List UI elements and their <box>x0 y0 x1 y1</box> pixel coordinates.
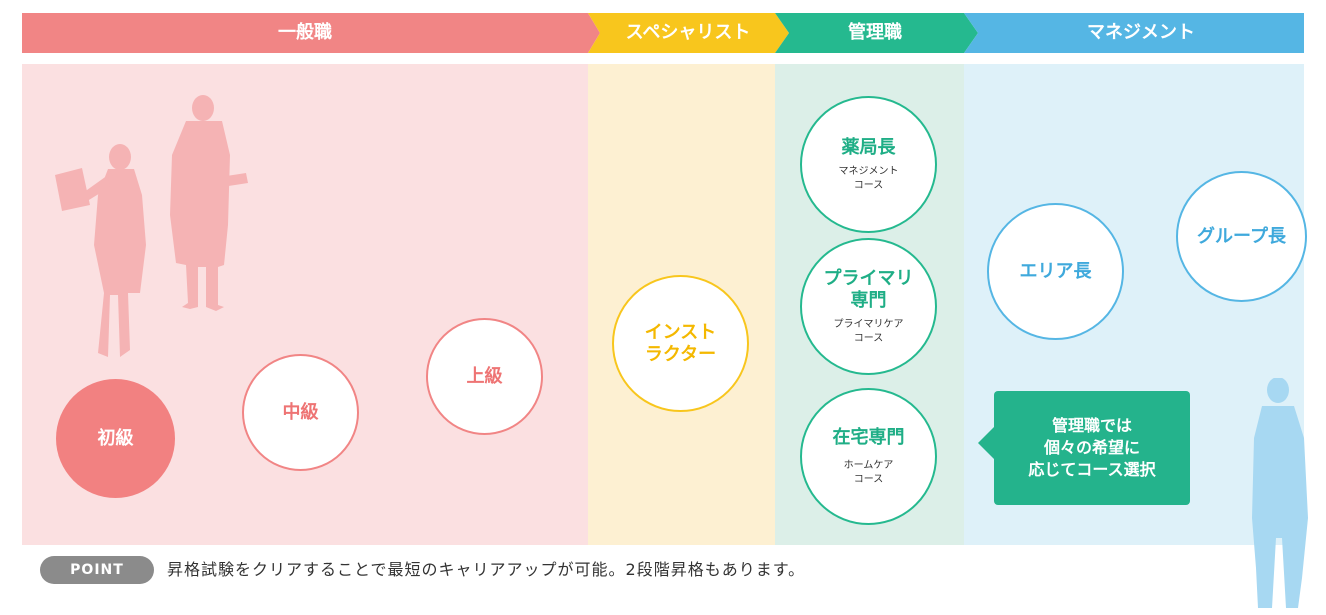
primary-specialist-title-line1: プライマリ <box>823 267 914 289</box>
man-with-clipboard-silhouette <box>170 95 248 311</box>
header-segment-specialist <box>588 13 789 53</box>
header-arrow-bar <box>22 13 1304 53</box>
home-care-course-line1: ホームケア <box>843 459 894 471</box>
pharmacy-head-course-line1: マネジメント <box>838 165 899 177</box>
level-beginner-label: 初級 <box>97 427 134 449</box>
home-care-specialist-circle: 在宅専門 ホームケア コース <box>800 388 937 525</box>
woman-with-document-silhouette <box>55 144 146 357</box>
instructor-label-line2: ラクター <box>644 343 717 365</box>
header-segment-general <box>22 13 600 53</box>
level-intermediate-label: 中級 <box>282 401 319 423</box>
instructor-circle: インスト ラクター <box>612 275 749 412</box>
primary-specialist-title-line2: 専門 <box>850 289 887 311</box>
callout-line2: 個々の希望に <box>1043 438 1140 457</box>
header-segment-manager <box>775 13 978 53</box>
primary-specialist-course-line2: コース <box>853 332 884 344</box>
header-segment-management <box>964 13 1304 53</box>
area-head-label: エリア長 <box>1019 260 1092 282</box>
callout-line3: 応じてコース選択 <box>1028 460 1156 479</box>
level-beginner-circle: 初級 <box>56 379 175 498</box>
pharmacy-head-course-line2: コース <box>853 179 884 191</box>
pharmacy-head-title: 薬局長 <box>841 136 896 158</box>
point-badge: POINT <box>40 556 154 584</box>
point-text: 昇格試験をクリアすることで最短のキャリアアップが可能。2段階昇格もあります。 <box>167 560 806 579</box>
level-advanced-label: 上級 <box>466 365 503 387</box>
callout-line1: 管理職では <box>1051 416 1132 435</box>
level-advanced-circle: 上級 <box>426 318 543 435</box>
header-label-manager: 管理職 <box>848 22 902 43</box>
primary-specialist-circle: プライマリ 専門 プライマリケア コース <box>800 238 937 375</box>
callout-pointer <box>978 425 996 461</box>
header-label-specialist: スペシャリスト <box>625 22 751 43</box>
home-care-specialist-title: 在宅専門 <box>832 426 905 448</box>
header-label-management: マネジメント <box>1087 22 1195 43</box>
home-care-course-line2: コース <box>853 473 884 485</box>
group-head-circle: グループ長 <box>1176 171 1307 302</box>
course-selection-callout: 管理職では 個々の希望に 応じてコース選択 <box>994 391 1190 505</box>
pharmacy-head-circle: 薬局長 マネジメント コース <box>800 96 937 233</box>
instructor-label-line1: インスト <box>644 321 717 343</box>
level-intermediate-circle: 中級 <box>242 354 359 471</box>
staff-silhouettes-illustration <box>55 95 248 357</box>
primary-specialist-course-line1: プライマリケア <box>833 318 904 330</box>
group-head-label: グループ長 <box>1197 225 1286 247</box>
area-head-circle: エリア長 <box>987 203 1124 340</box>
man-silhouette-illustration <box>1252 378 1308 608</box>
header-label-general: 一般職 <box>278 22 332 43</box>
